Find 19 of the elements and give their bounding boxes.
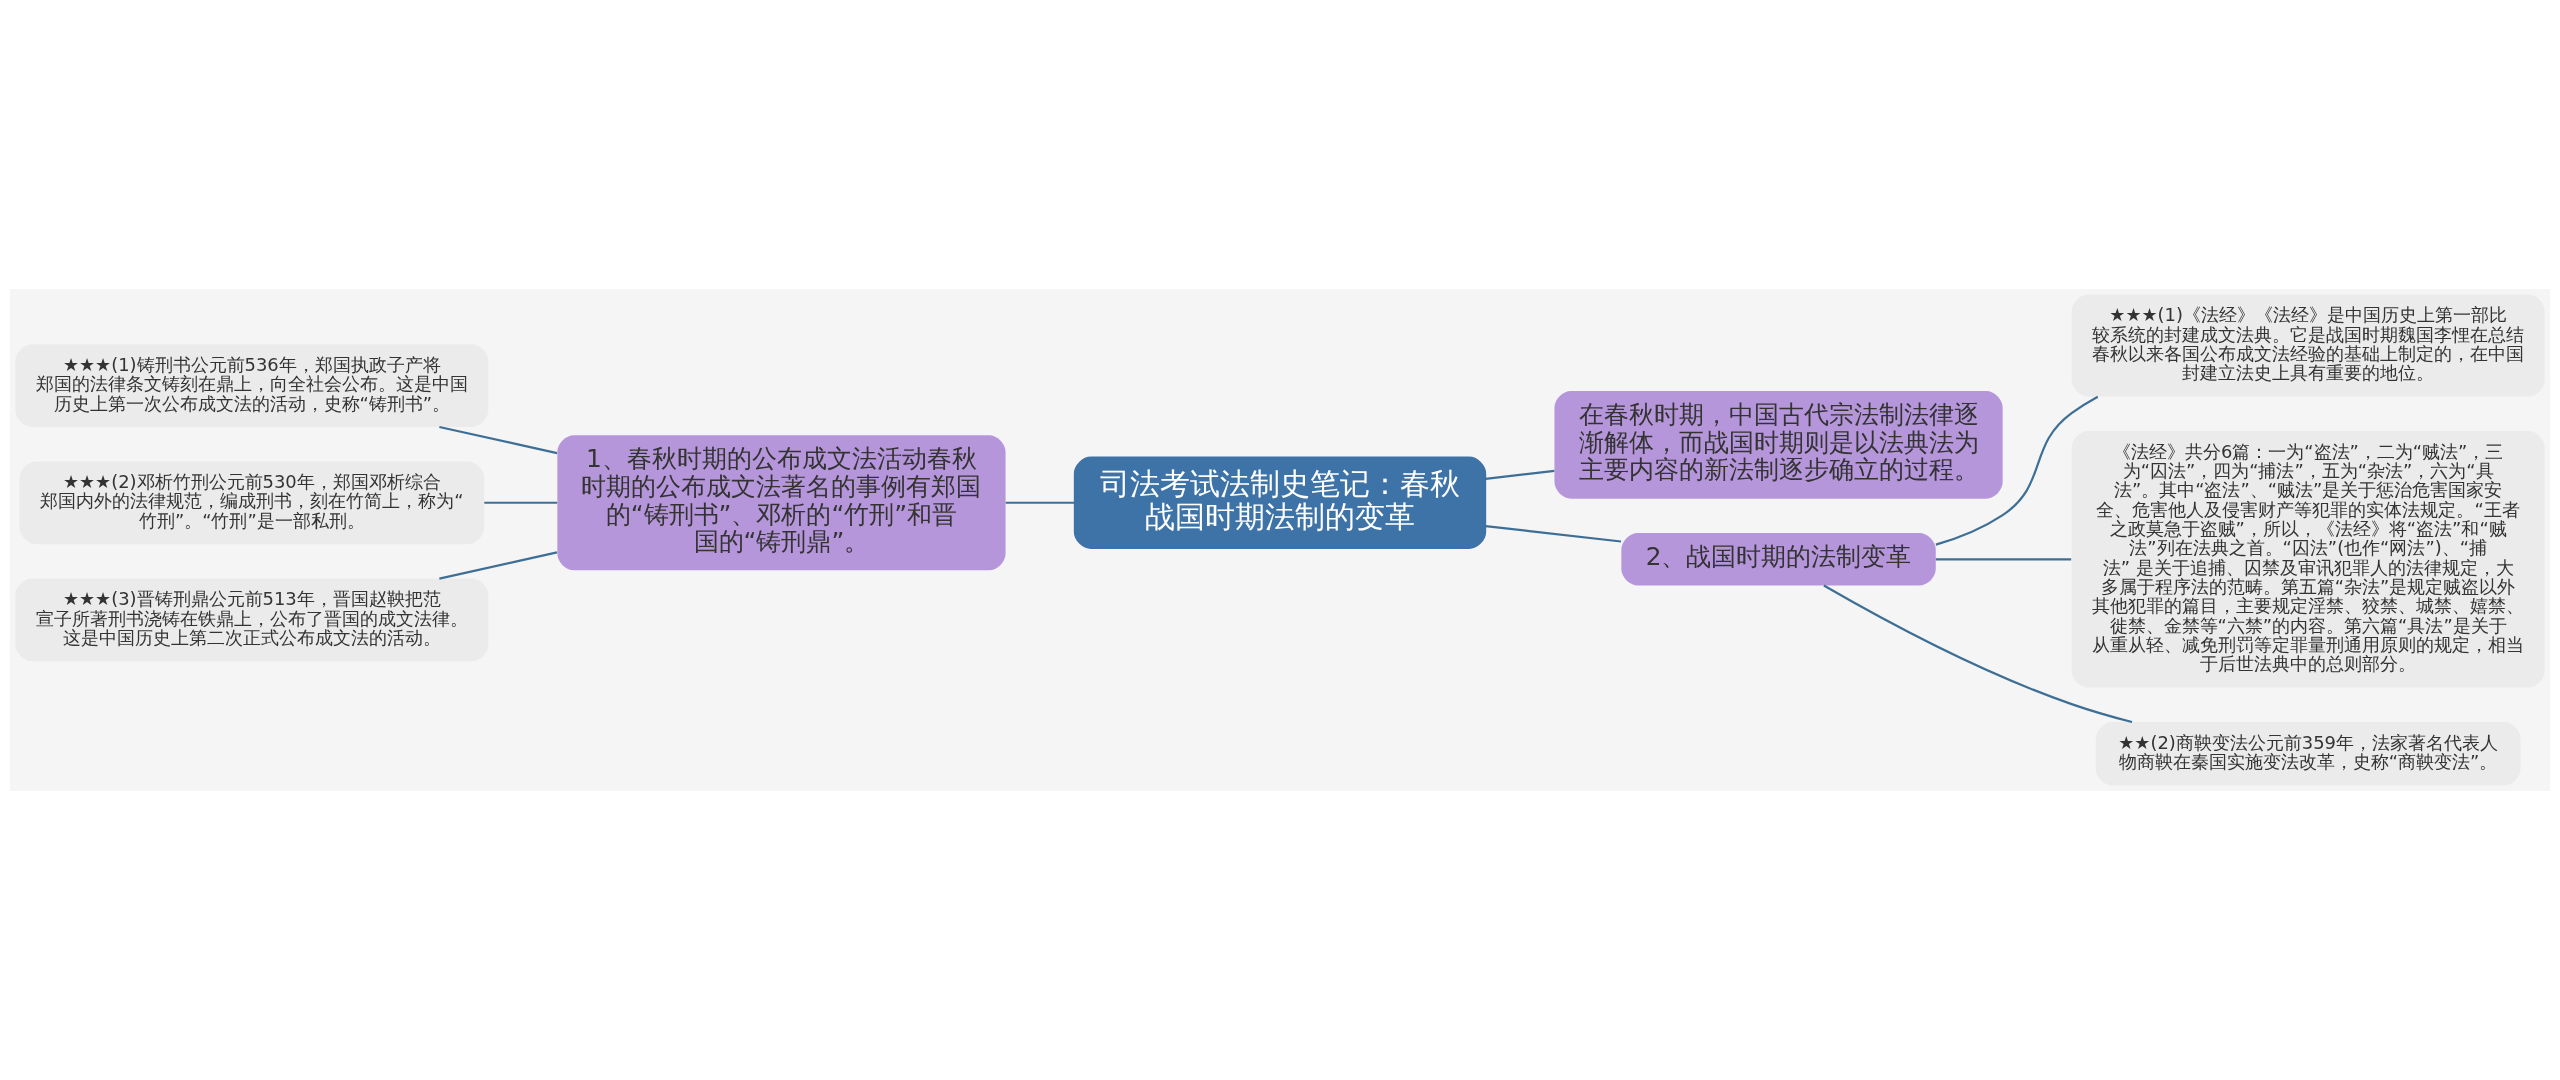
node-box: ★★★(1)铸刑书公元前536年，郑国执政子产将郑国的法律条文铸刻在鼎上，向全社会公布。这是中国历史上第一次公布成文法的活动，史称“铸刑书”。 [15,344,489,427]
connector [1485,524,1622,543]
node-box: ★★★(2)邓析竹刑公元前530年，郑国邓析综合郑国内外的法律规范，编成刑书，刻在竹简上，称为“竹刑”。“竹刑”是一部私刑。 [19,461,485,545]
connector [1005,501,1075,504]
connector [1823,584,2133,724]
node-box: 《法经》共分6篇：一为“盗法”，二为“贼法”，三为“囚法”，四为“捕法”，五为“杂法”，六为“具法”。其中“盗法”、“贼法”是关于惩治危害国家安全、危害他人及侵害财产等犯罪的实体法规定。“王者之政莫急于盗贼”，所以，《法经》将“盗法”和“贼法”列在法典之首。“囚法”(也作“网法”)、“捕法” 是关于追捕、囚禁及审讯犯罪人的法律规定，大多属于程序法的范畴。第五篇“杂法”是规定贼盗以外其他犯罪的篇目，主要规定淫禁、狡禁、城禁、嬉禁、徙禁、金禁等“六禁”的内容。第六篇“具法”是关于从重从轻、减免刑罚等定罪量刑通用原则的规定，相当于后世法典中的总则部分。 [2071,431,2545,688]
connector [484,501,558,504]
node-box: ★★(2)商鞅变法公元前359年，法家著名代表人物商鞅在秦国实施变法改革，史称“商鞅变法”。 [2095,722,2521,786]
node-box: 1、春秋时期的公布成文法活动春秋时期的公布成文法著名的事例有郑国的“铸刑书”、邓析的“竹刑”和晋国的“铸刑鼎”。 [557,435,1006,571]
connector [1485,469,1555,480]
connector [439,551,558,580]
connector [1935,558,2072,561]
connector [1935,395,2099,546]
node-box: 在春秋时期，中国古代宗法制法律逐渐解体，而战国时期则是以法典法为主要内容的新法制逐步确立的过程。 [1554,391,2003,499]
connector [439,425,558,455]
node-box: 司法考试法制史笔记：春秋战国时期法制的变革 [1073,456,1487,549]
node-box: ★★★(1)《法经》《法经》是中国历史上第一部比较系统的封建成文法典。它是战国时期魏国李悝在总结春秋以来各国公布成文法经验的基础上制定的，在中国封建立法史上具有重要的地位。 [2071,294,2545,397]
node-box: ★★★(3)晋铸刑鼎公元前513年，晋国赵鞅把范宣子所著刑书浇铸在铁鼎上，公布了晋国的成文法律。这是中国历史上第二次正式公布成文法的活动。 [15,578,489,662]
node-box: 2、战国时期的法制变革 [1621,533,1936,586]
